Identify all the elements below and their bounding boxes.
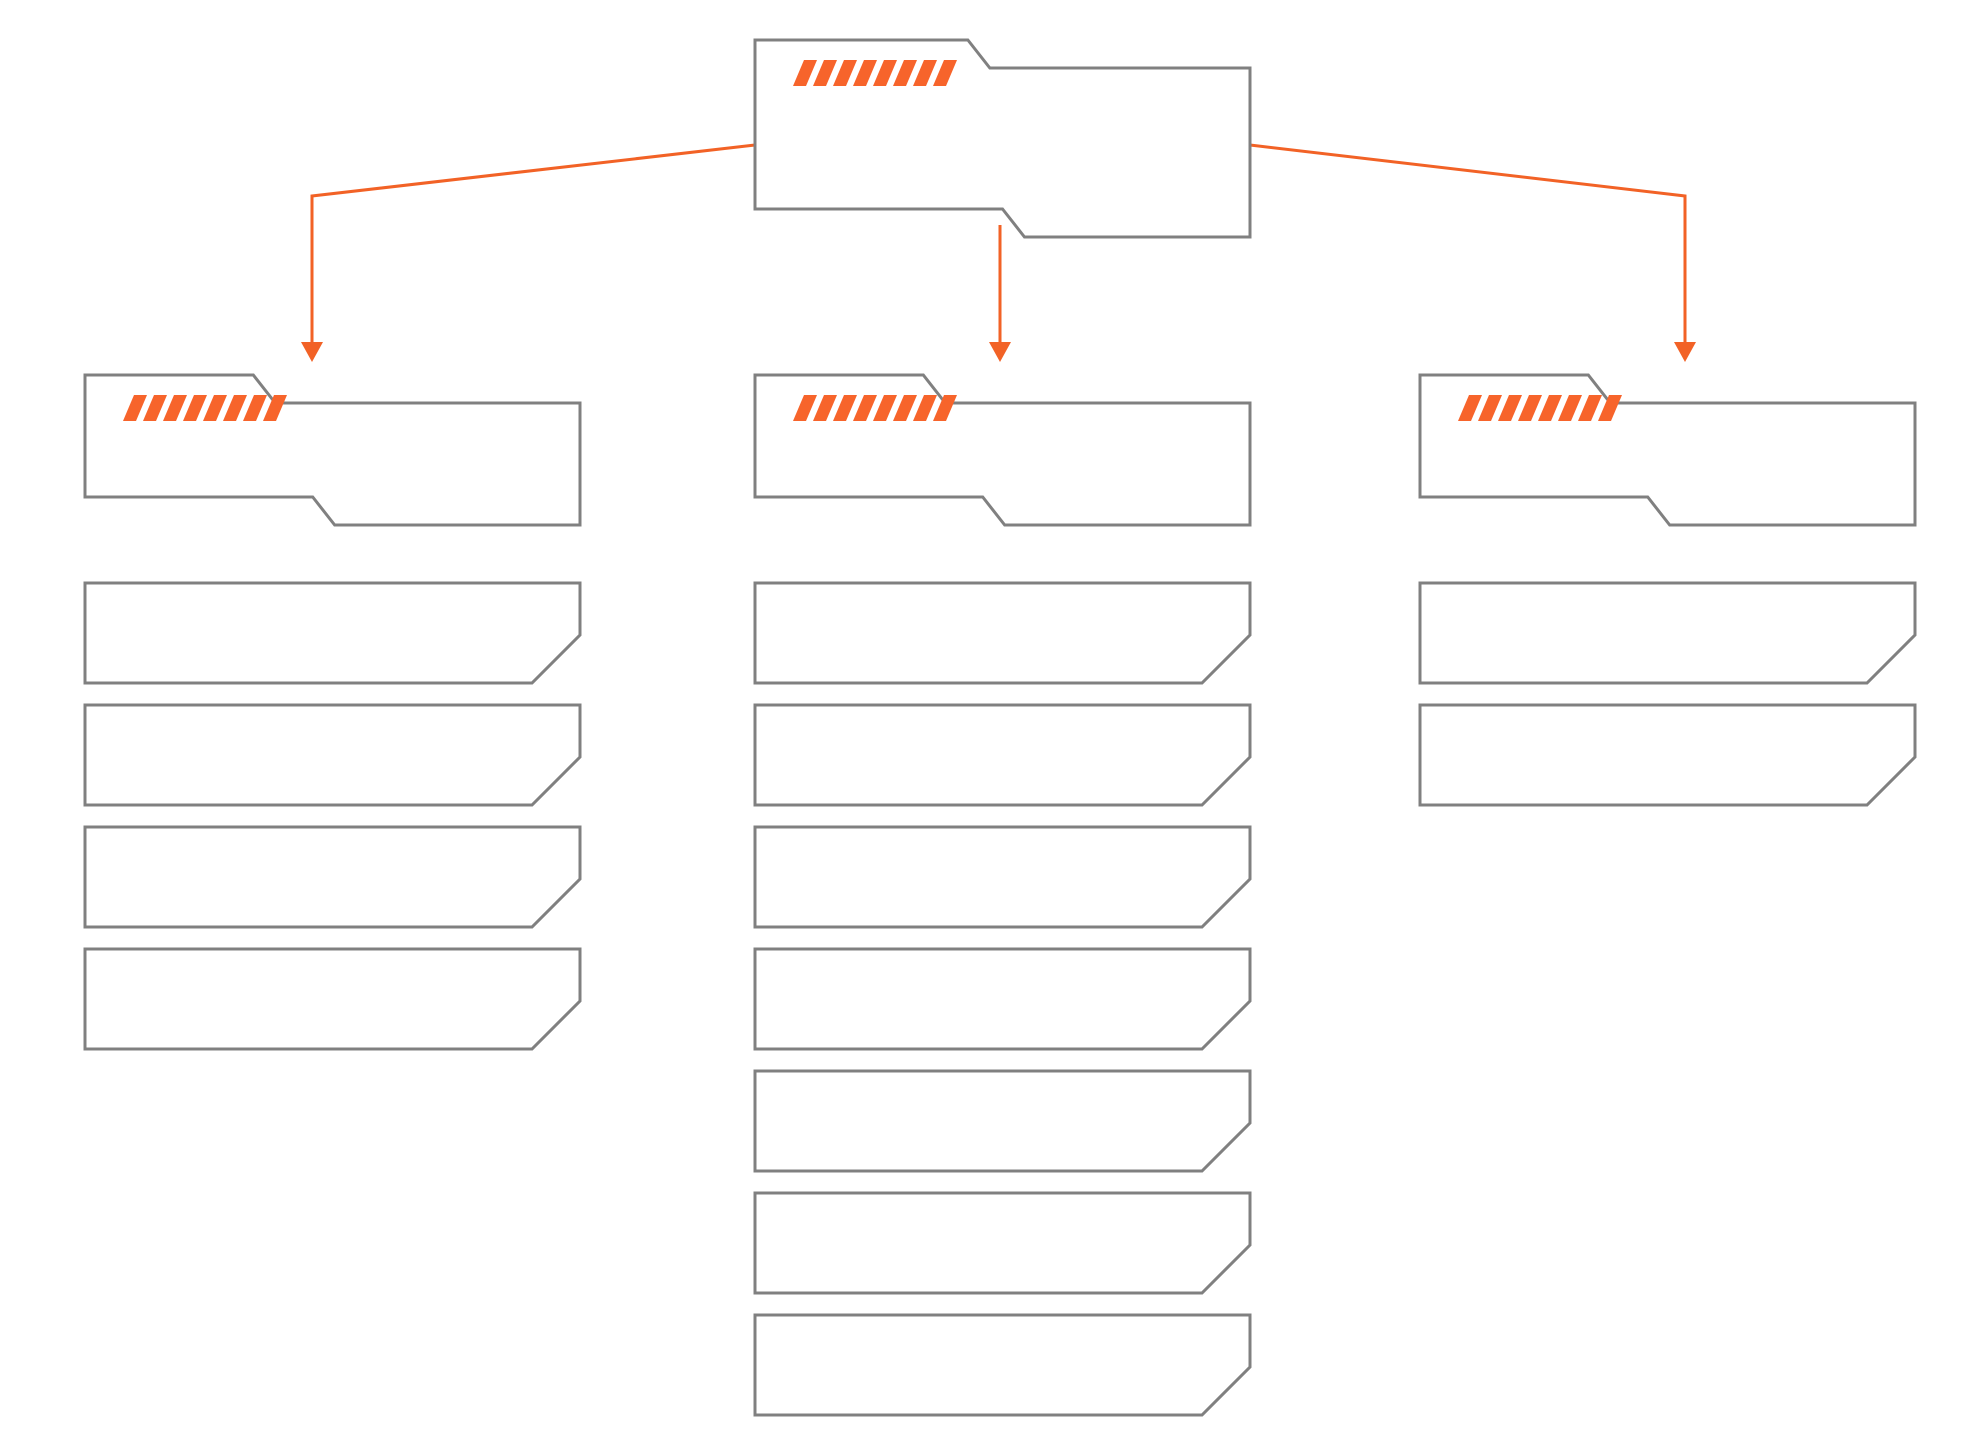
hatch-stripe-1	[1458, 395, 1482, 421]
hatch-stripe-8	[263, 395, 287, 421]
hatch-stripe-4	[853, 395, 877, 421]
leaf-node-2-5[interactable]	[753, 1069, 1252, 1173]
hatch-stripes-icon	[123, 395, 287, 421]
hatch-stripe-2	[813, 395, 837, 421]
connector-2	[989, 225, 1011, 362]
leaf-node-3-2-shape[interactable]	[1418, 703, 1917, 807]
hatch-stripe-3	[163, 395, 187, 421]
leaf-node-2-3[interactable]	[753, 825, 1252, 929]
leaf-node-2-2[interactable]	[753, 703, 1252, 807]
hatch-stripe-1	[793, 395, 817, 421]
hatch-stripe-6	[893, 395, 917, 421]
connector-1	[301, 143, 756, 362]
leaf-node-2-6[interactable]	[753, 1191, 1252, 1295]
hatch-stripe-3	[833, 60, 857, 86]
hatch-stripe-5	[873, 395, 897, 421]
leaf-node-1-3-shape[interactable]	[83, 825, 582, 929]
hatch-stripe-3	[833, 395, 857, 421]
connector-path	[310, 143, 756, 342]
leaf-node-3-1[interactable]	[1418, 581, 1917, 685]
connectors-layer	[301, 143, 1696, 362]
hatch-stripes-icon	[1458, 395, 1622, 421]
leaf-node-2-7[interactable]	[753, 1313, 1252, 1417]
leaf-node-1-4[interactable]	[83, 947, 582, 1051]
leaf-node-2-4[interactable]	[753, 947, 1252, 1051]
leaf-node-2-4-shape[interactable]	[753, 947, 1252, 1051]
leaf-node-2-5-shape[interactable]	[753, 1069, 1252, 1173]
hatch-stripe-2	[143, 395, 167, 421]
branch-node-1[interactable]	[83, 373, 582, 527]
hatch-stripe-4	[1518, 395, 1542, 421]
leaf-node-2-6-shape[interactable]	[753, 1191, 1252, 1295]
hatch-stripe-7	[243, 395, 267, 421]
connector-path	[1249, 143, 1687, 342]
hatch-stripe-4	[183, 395, 207, 421]
hatch-stripe-7	[1578, 395, 1602, 421]
leaf-node-2-2-shape[interactable]	[753, 703, 1252, 807]
hatch-stripe-5	[1538, 395, 1562, 421]
hatch-stripe-7	[913, 60, 937, 86]
hatch-stripe-2	[1478, 395, 1502, 421]
leaf-node-1-4-shape[interactable]	[83, 947, 582, 1051]
hatch-stripe-6	[223, 395, 247, 421]
branch-node-3[interactable]	[1418, 373, 1917, 527]
nodes-layer	[83, 38, 1917, 1417]
leaf-node-1-1-shape[interactable]	[83, 581, 582, 685]
branch-node-2[interactable]	[753, 373, 1252, 527]
root-node-shape[interactable]	[753, 38, 1252, 239]
root-node[interactable]	[753, 38, 1252, 239]
hatch-stripe-6	[1558, 395, 1582, 421]
hatch-stripe-1	[793, 60, 817, 86]
leaf-node-2-1[interactable]	[753, 581, 1252, 685]
hatch-stripe-8	[933, 395, 957, 421]
connector-3	[1249, 143, 1696, 362]
leaf-node-2-3-shape[interactable]	[753, 825, 1252, 929]
leaf-node-2-1-shape[interactable]	[753, 581, 1252, 685]
hatch-stripes-icon	[793, 60, 957, 86]
hatch-stripe-7	[913, 395, 937, 421]
hatch-stripe-3	[1498, 395, 1522, 421]
leaf-node-2-7-shape[interactable]	[753, 1313, 1252, 1417]
hatch-stripe-8	[1598, 395, 1622, 421]
hatch-stripes-icon	[793, 395, 957, 421]
leaf-node-1-1[interactable]	[83, 581, 582, 685]
hatch-stripe-4	[853, 60, 877, 86]
hatch-stripe-5	[203, 395, 227, 421]
hatch-stripe-5	[873, 60, 897, 86]
arrowhead-icon	[1674, 342, 1696, 362]
arrowhead-icon	[989, 342, 1011, 362]
hatch-stripe-6	[893, 60, 917, 86]
hatch-stripe-2	[813, 60, 837, 86]
hatch-stripe-8	[933, 60, 957, 86]
leaf-node-3-2[interactable]	[1418, 703, 1917, 807]
arrowhead-icon	[301, 342, 323, 362]
leaf-node-1-2-shape[interactable]	[83, 703, 582, 807]
hatch-stripe-1	[123, 395, 147, 421]
leaf-node-3-1-shape[interactable]	[1418, 581, 1917, 685]
leaf-node-1-2[interactable]	[83, 703, 582, 807]
leaf-node-1-3[interactable]	[83, 825, 582, 929]
